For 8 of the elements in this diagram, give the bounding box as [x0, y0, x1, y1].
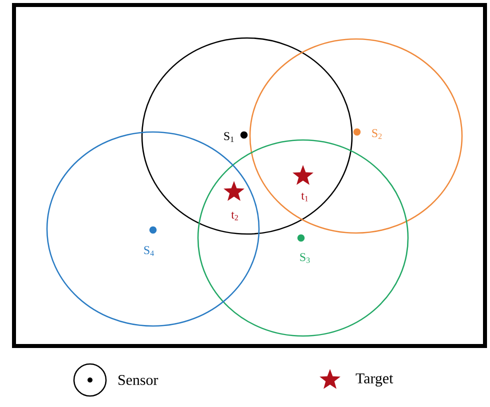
sensor-label: t$_{1}$	[301, 192, 308, 202]
sensor-label: t$_{2}$	[231, 212, 238, 220]
legend-label: Sensor	[118, 375, 158, 386]
sensor-label: S$_{2}$	[372, 129, 382, 139]
sensor-label: S$_{1}$	[224, 132, 234, 142]
sensor-label: S$_{4}$	[144, 246, 154, 256]
legend-label: Target	[356, 374, 394, 386]
sensor-label: S$_{3}$	[300, 253, 310, 263]
